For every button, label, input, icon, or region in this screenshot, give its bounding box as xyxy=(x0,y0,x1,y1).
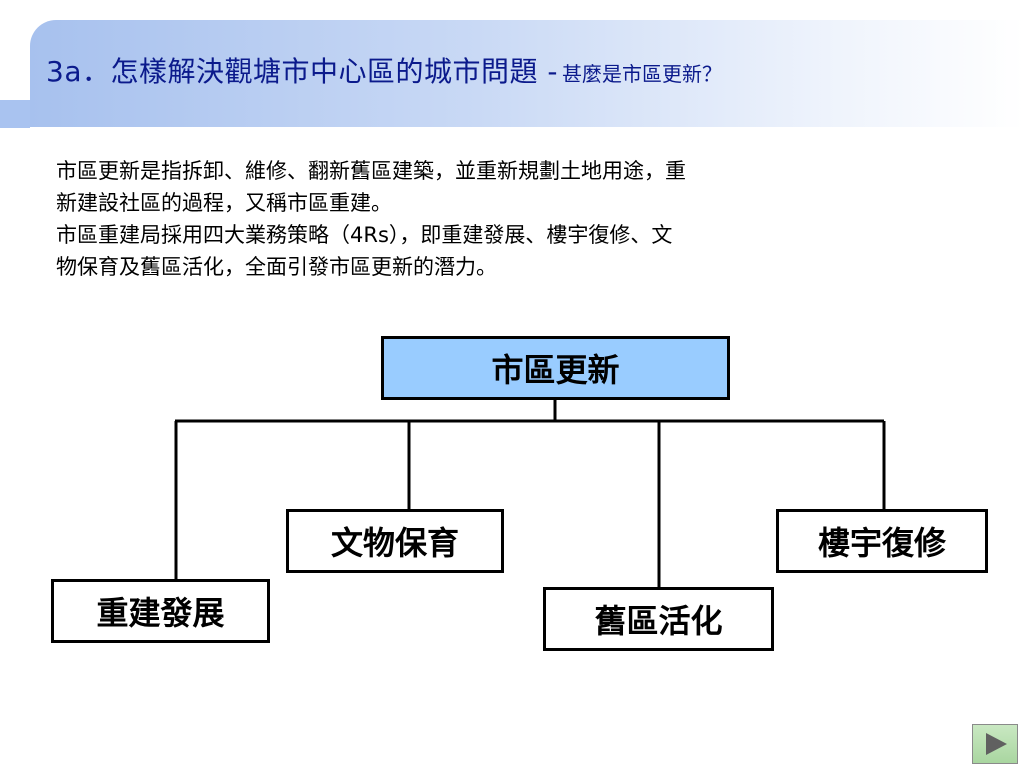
next-slide-button[interactable] xyxy=(972,724,1018,764)
body-paragraph: 市區更新是指拆卸、維修、翻新舊區建築，並重新規劃土地用途，重 新建設社區的過程，… xyxy=(56,155,916,283)
body-line: 市區重建局採用四大業務策略（4Rs），即重建發展、樓宇復修、文 xyxy=(56,223,673,247)
slide-title: 3a．怎樣解決觀塘市中心區的城市問題 -甚麼是市區更新？ xyxy=(46,50,722,94)
body-line: 物保育及舊區活化，全面引發市區更新的潛力。 xyxy=(56,255,497,279)
title-subtitle: 甚麼是市區更新？ xyxy=(561,62,722,86)
diagram-node-rehabilitation: 樓宇復修 xyxy=(776,509,988,573)
diagram-root-node: 市區更新 xyxy=(381,336,730,400)
diagram-node-preservation: 文物保育 xyxy=(286,509,504,573)
body-line: 市區更新是指拆卸、維修、翻新舊區建築，並重新規劃土地用途，重 xyxy=(56,159,686,183)
play-triangle-icon xyxy=(986,733,1007,755)
title-main: 3a．怎樣解決觀塘市中心區的城市問題 - xyxy=(46,55,558,88)
diagram-node-redevelopment: 重建發展 xyxy=(51,579,270,643)
title-band xyxy=(30,20,1024,127)
diagram-node-revitalisation: 舊區活化 xyxy=(543,587,774,651)
title-band-left-strip xyxy=(0,100,30,128)
body-line: 新建設社區的過程，又稱市區重建。 xyxy=(56,191,392,215)
